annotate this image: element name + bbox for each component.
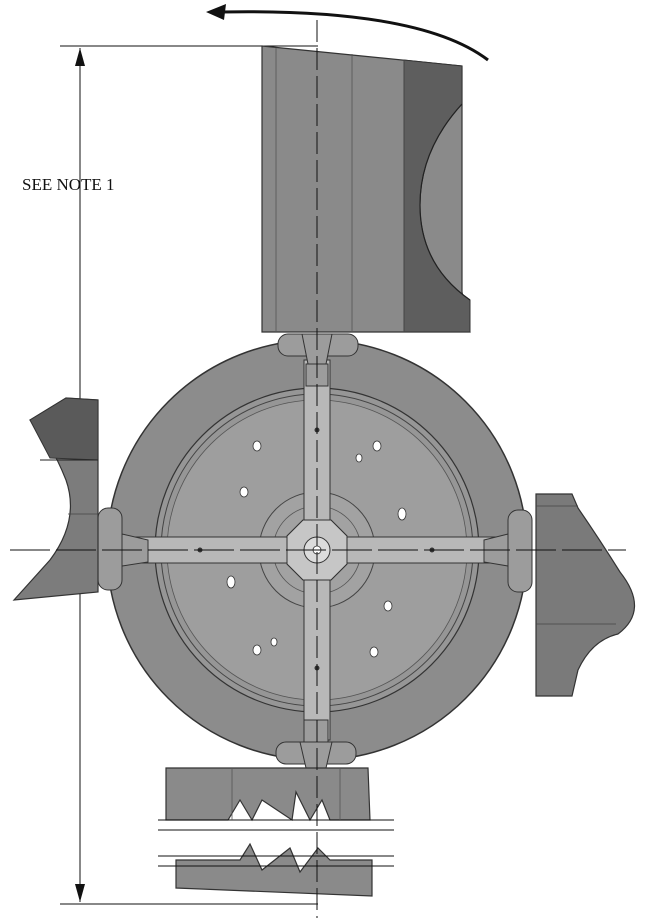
center-lines xyxy=(10,20,626,918)
left-body xyxy=(12,397,99,601)
note-label: SEE NOTE 1 xyxy=(22,175,115,194)
right-body xyxy=(535,493,636,697)
bolt-holes xyxy=(226,440,407,658)
bottom-body xyxy=(158,767,394,897)
top-body xyxy=(261,45,471,333)
rotation-arrow xyxy=(206,4,489,62)
clevis-joints xyxy=(97,333,533,769)
